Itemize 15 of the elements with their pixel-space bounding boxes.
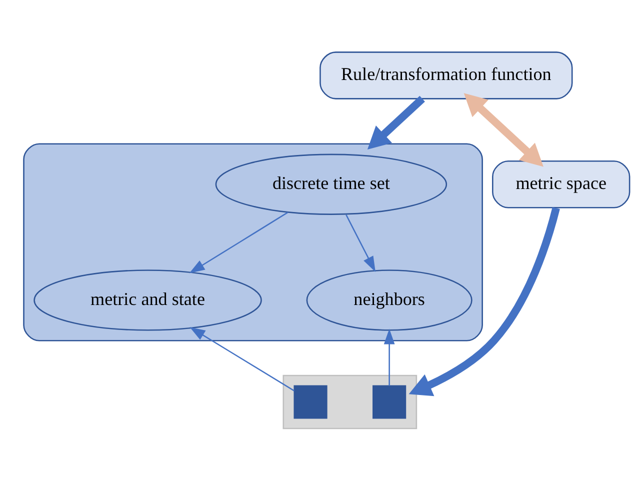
arrow: [464, 92, 544, 166]
node-box: Rule/transformation function: [320, 51, 573, 99]
node-ellipse: metric and state: [34, 269, 262, 330]
node-box: metric space: [492, 160, 630, 208]
arrow: [367, 95, 425, 150]
node-ellipse: neighbors: [306, 269, 472, 330]
arrow: [190, 326, 295, 391]
arrow: [346, 214, 376, 272]
node-box: [294, 384, 328, 418]
node-box: [372, 384, 406, 418]
cluster: [282, 374, 418, 429]
arrow: [384, 328, 395, 386]
arrow: [408, 206, 560, 396]
node-ellipse: discrete time set: [215, 153, 448, 214]
arrow: [189, 211, 288, 273]
